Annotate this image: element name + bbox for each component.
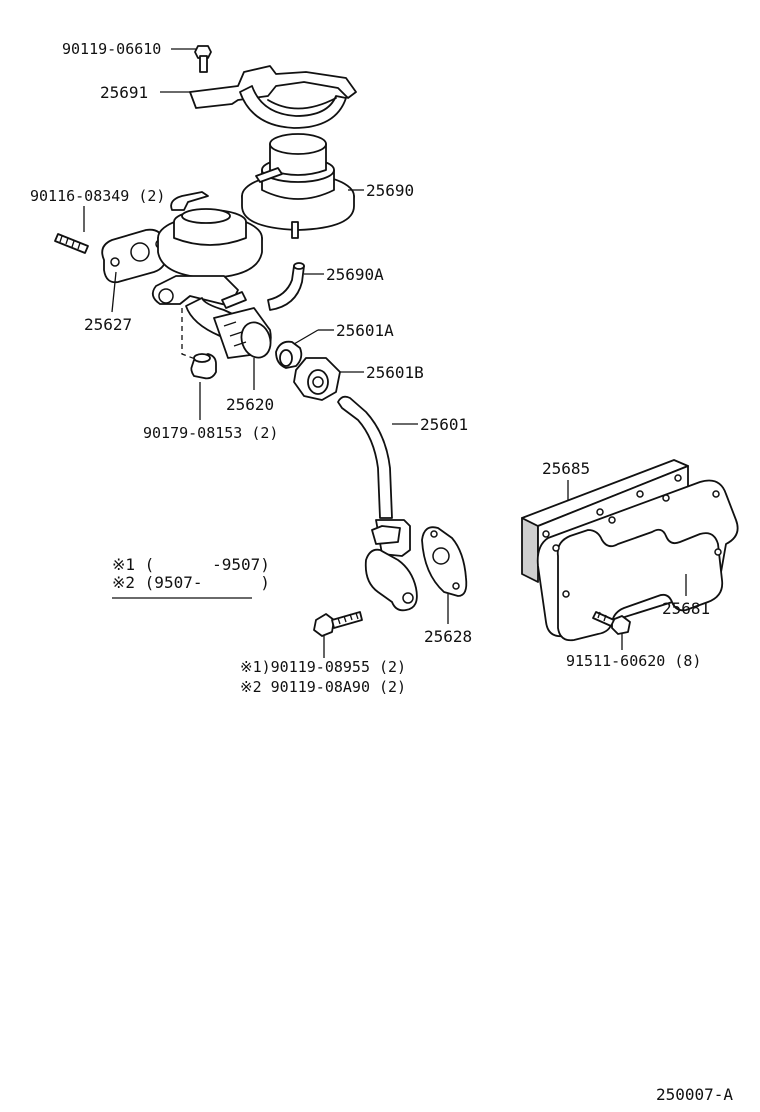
label-plug: 90179-08153 (2) [143,424,278,442]
plug-part [190,353,217,380]
label-gasket-right: 25628 [424,627,472,646]
label-egr-valve: 25620 [226,395,274,414]
label-stud: 90116-08349 (2) [30,187,165,205]
label-union-a: 25601A [336,321,394,340]
union-a-part [275,340,303,369]
bolt-callout-line-2: ※2 90119-08A90 (2) [240,678,406,696]
label-gasket-left: 25627 [84,315,132,334]
stud-part [54,233,89,254]
label-cooler-bolt: 91511-60620 (8) [566,652,701,670]
egr-valve-part [151,191,272,359]
bolt-callout-line-1: ※1)90119-08955 (2) [240,658,406,676]
clamp-part [189,65,357,129]
label-valve-upper: 25690 [366,181,414,200]
label-cooler: 25681 [662,599,710,618]
cooler-bolt-part [592,611,631,635]
label-clamp: 25691 [100,83,148,102]
diagram-id: 250007-A [656,1085,733,1104]
nut-b-part [293,357,341,401]
hose-small-part [267,262,305,311]
bolt-top-part [194,45,212,73]
pipe-part [337,395,418,612]
gasket-left-part [101,228,167,284]
label-pipe: 25601 [420,415,468,434]
legend-line-1: ※1 ( -9507) [112,555,270,574]
label-bolt-top: 90119-06610 [62,40,161,58]
label-hose-small: 25690A [326,265,384,284]
pipe-bolt-part [313,611,363,637]
gasket-right-part [421,526,468,597]
legend: ※1 ( -9507) ※2 (9507- ) [112,555,270,599]
label-cooler-gasket: 25685 [542,459,590,478]
label-nut-b: 25601B [366,363,424,382]
valve-upper-part [241,133,355,239]
legend-line-2: ※2 (9507- ) [112,573,270,592]
